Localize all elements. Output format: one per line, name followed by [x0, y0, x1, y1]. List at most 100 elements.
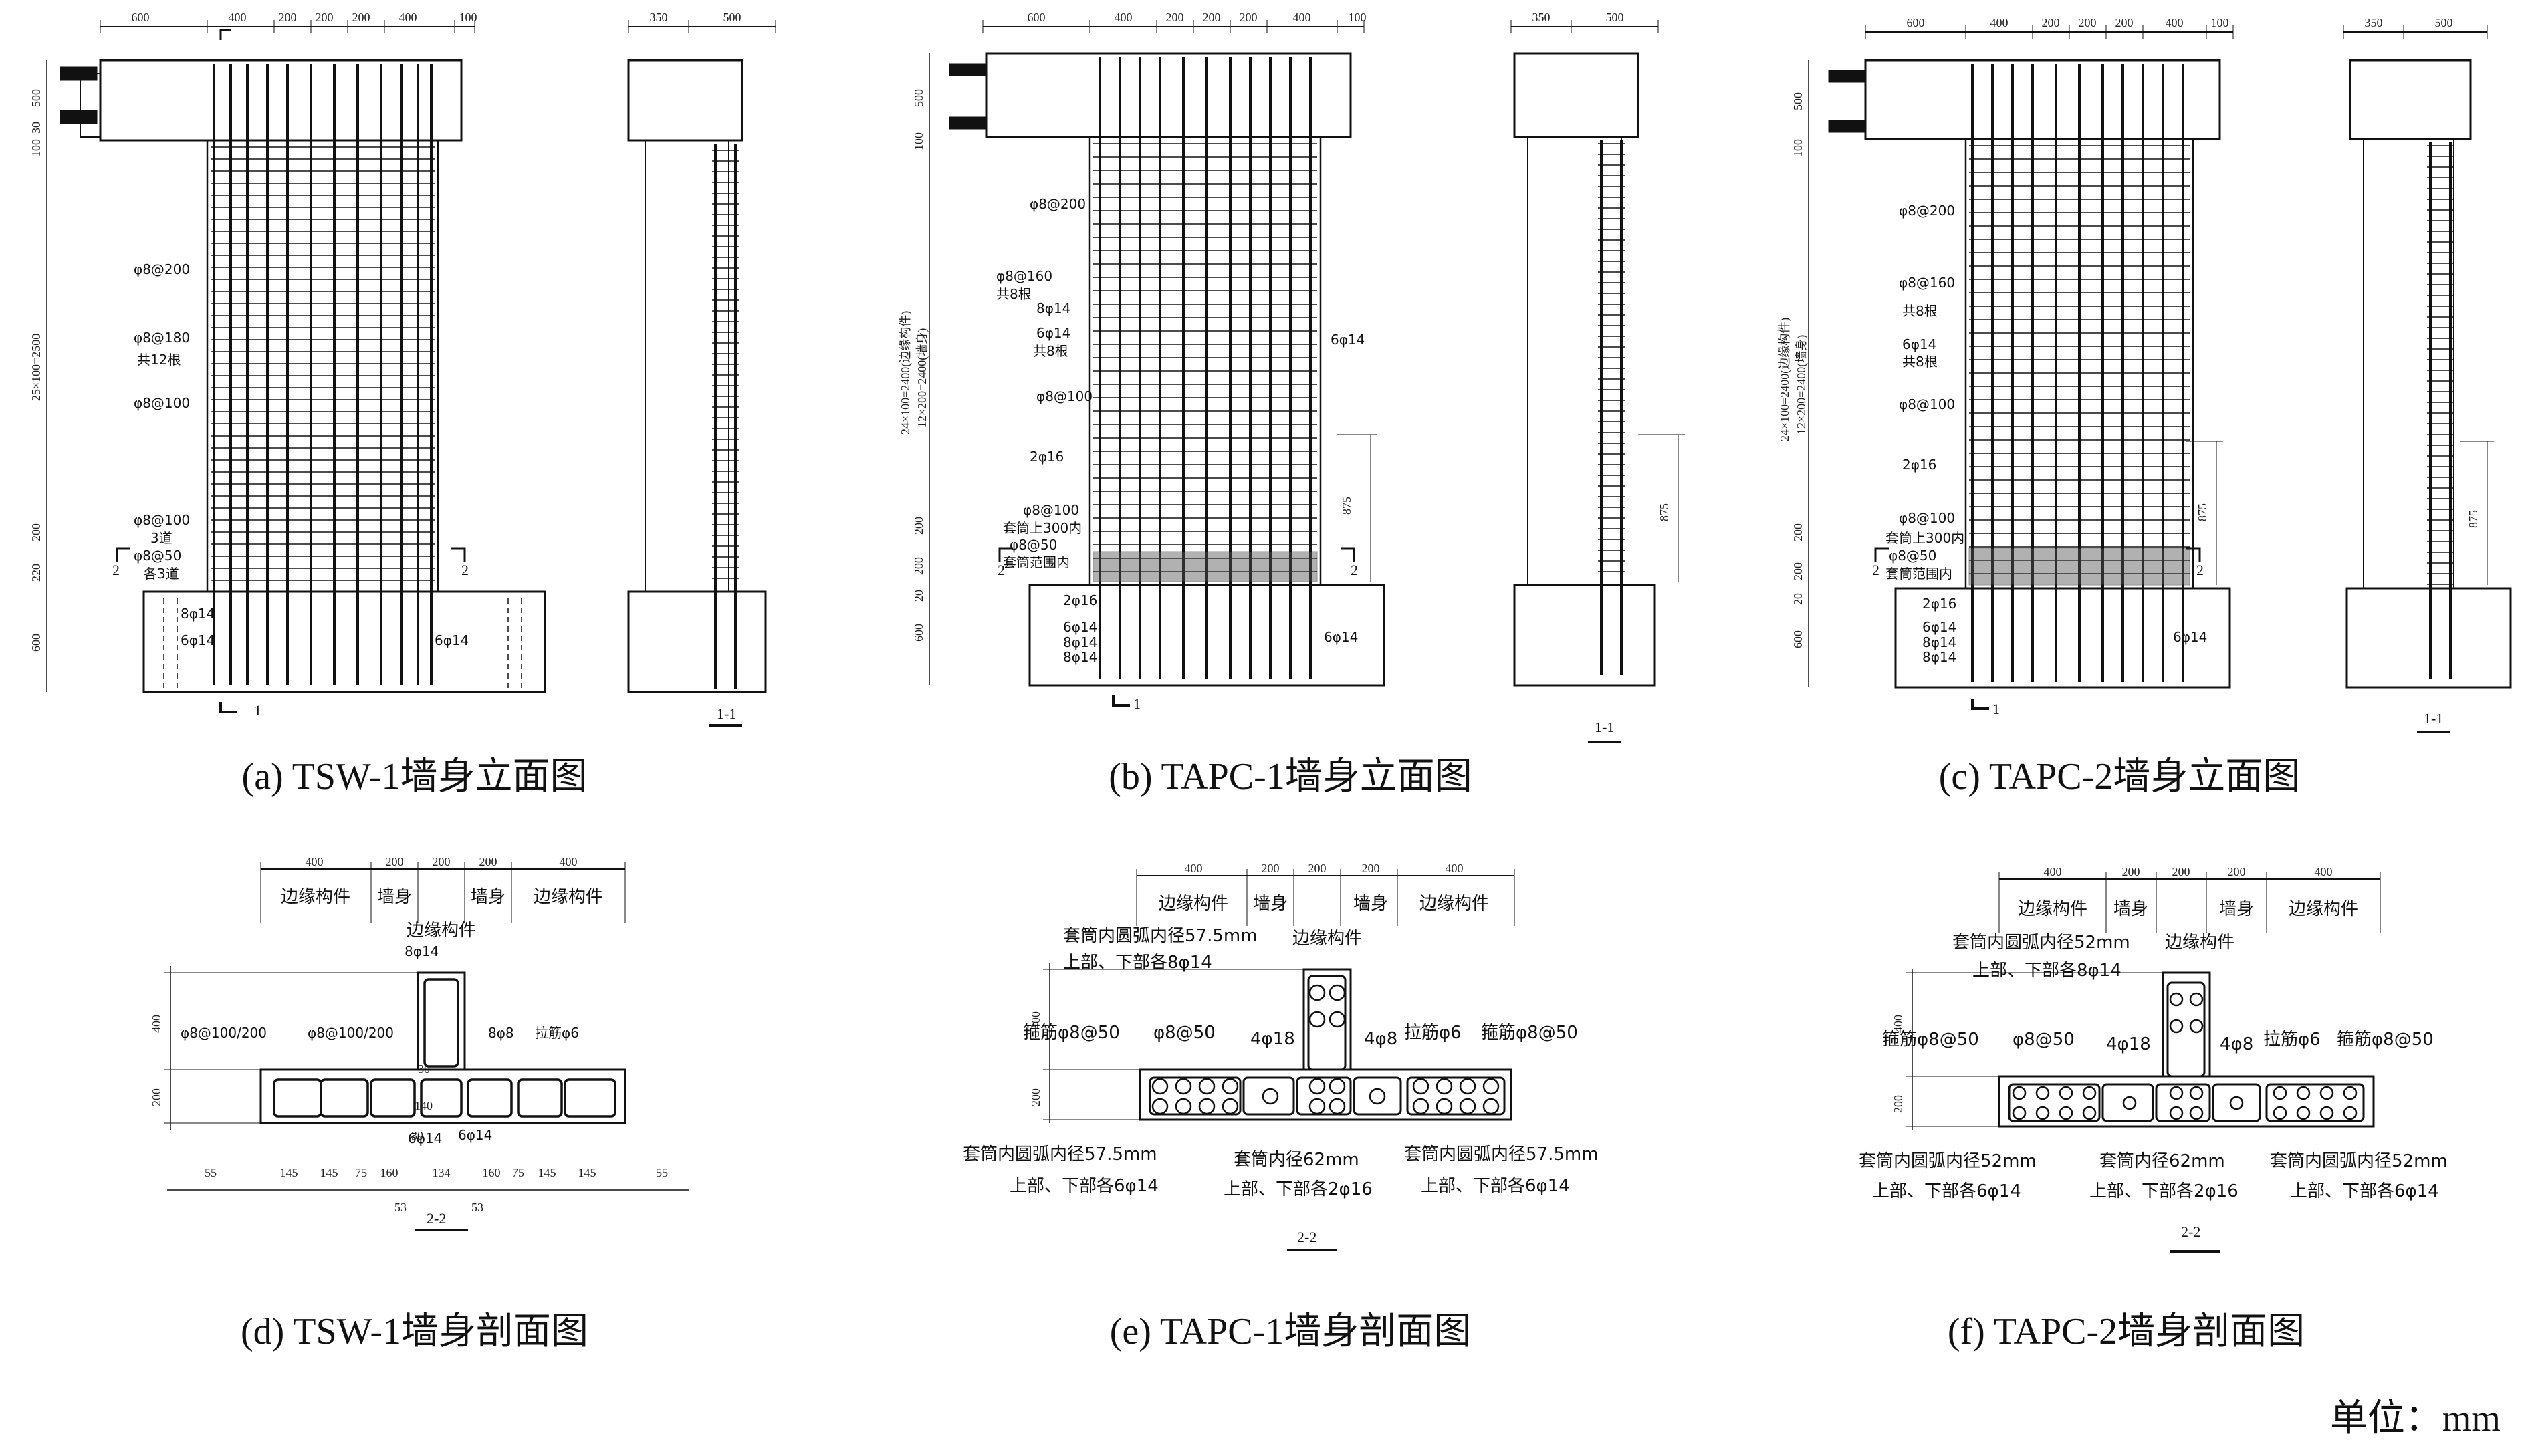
dim-200: 200 — [1362, 862, 1380, 875]
label: 共8根 — [1902, 354, 1938, 370]
dim-600: 600 — [29, 634, 43, 652]
dim-100: 100 — [912, 132, 925, 150]
dim-500: 500 — [1791, 92, 1805, 110]
tapc1-section-text: 400 200 200 200 400 边缘构件 墙身 墙身 边缘构件 边缘构件… — [963, 862, 1599, 1245]
tapc2-elevation-text: 600 400 200 200 200 400 100 φ8@200 φ8@16… — [1778, 16, 2229, 717]
label: 箍筋φ8@50 — [1023, 1023, 1120, 1043]
label: 6φ14 — [1902, 336, 1936, 352]
tsw1-elevation — [46, 20, 546, 713]
label: 拉筋φ6 — [2263, 1029, 2321, 1050]
label: 上部、下部各8φ14 — [1972, 961, 2121, 981]
dim-600: 600 — [1791, 630, 1805, 648]
label: φ8@100 — [134, 512, 190, 528]
dim-200: 200 — [2172, 865, 2190, 878]
label: 6φ14 — [458, 1127, 492, 1143]
dim-200: 200 — [1203, 11, 1221, 24]
sleeve-rebar — [2273, 1106, 2287, 1120]
dim-350: 350 — [1532, 11, 1551, 24]
label: 4φ18 — [2106, 1034, 2151, 1054]
stirrup — [1242, 1076, 1295, 1116]
label: 上部、下部各6φ14 — [1421, 1176, 1570, 1196]
dim-100: 100 — [2211, 16, 2229, 29]
dim-875: 875 — [1340, 497, 1353, 515]
stirrup — [2265, 1083, 2365, 1122]
caption-a: (a) TSW-1墙身立面图 — [242, 756, 588, 798]
dim-200: 200 — [912, 557, 925, 575]
label: 2φ16 — [1063, 592, 1097, 608]
sleeve-rebar — [2035, 1086, 2050, 1100]
label: 套筒上300内 — [1885, 530, 1964, 546]
label: φ8@100 — [134, 395, 190, 411]
dim-200: 200 — [352, 11, 370, 24]
dim-400: 400 — [1029, 1011, 1042, 1029]
zone-wall: 墙身 — [1353, 894, 1388, 914]
tsw1-section-text: 400 200 200 200 400 边缘构件 墙身 墙身 边缘构件 边缘构件… — [150, 855, 668, 1227]
stirrup — [2166, 981, 2206, 1078]
dim-75: 75 — [355, 1166, 367, 1179]
section-1-1-label: 1-1 — [717, 705, 736, 722]
dim-350: 350 — [2365, 16, 2383, 29]
sleeve-rebar — [1175, 1098, 1192, 1115]
label: φ8@160 — [1899, 275, 1955, 291]
dim-600: 600 — [132, 11, 150, 24]
label: 6φ14 — [181, 632, 215, 648]
sleeve-rebar — [1482, 1078, 1500, 1095]
sleeve-rebar — [2082, 1106, 2097, 1120]
section-1-1-label: 1-1 — [2424, 710, 2443, 727]
dim-55: 55 — [205, 1166, 217, 1179]
tapc2-section — [1906, 872, 2381, 1253]
label: 上部、下部各6φ14 — [1872, 1181, 2021, 1201]
label: 4φ18 — [1250, 1029, 1295, 1049]
dim-2400-edge: 24×100=2400(边缘构件) — [899, 311, 913, 435]
section-number: 2 — [112, 562, 120, 578]
dim-30: 30 — [418, 1062, 430, 1076]
dim-2400-wall: 12×200=2400(墙身) — [1795, 335, 1809, 435]
stirrup — [1406, 1076, 1506, 1116]
label: φ8@160 — [996, 268, 1052, 284]
caption-c: (c) TAPC-2墙身立面图 — [1939, 756, 2300, 798]
label: 套筒内圆弧内径57.5mm — [963, 1144, 1157, 1165]
sleeve-rebar — [2273, 1086, 2287, 1100]
dim-500: 500 — [29, 89, 43, 107]
sleeve-rebar — [1369, 1088, 1386, 1105]
label: φ8@100 — [1023, 502, 1079, 518]
sleeve-rebar — [1222, 1078, 1239, 1095]
sleeve-rebar — [1262, 1088, 1279, 1105]
dim-350: 350 — [650, 11, 668, 24]
dim-134: 134 — [433, 1166, 451, 1179]
label: 共8根 — [1902, 303, 1938, 319]
dim-500: 500 — [1606, 11, 1624, 24]
section-number: 1 — [1992, 701, 2000, 717]
dim-30: 30 — [411, 1129, 423, 1142]
label: 各3道 — [144, 566, 179, 582]
label: 8φ14 — [181, 606, 215, 622]
zone-boundary: 边缘构件 — [534, 887, 603, 907]
dim-145: 145 — [280, 1166, 298, 1179]
sleeve-rebar — [2319, 1106, 2334, 1120]
sleeve-rebar — [2169, 1086, 2184, 1100]
sleeve-rebar — [2343, 1106, 2358, 1120]
section-2-2-label: 2-2 — [1297, 1229, 1316, 1245]
dim-400: 400 — [1990, 16, 2008, 29]
section-number: 2 — [1351, 562, 1358, 578]
dim-20: 20 — [1791, 593, 1805, 605]
dim-160: 160 — [483, 1166, 501, 1179]
label: φ8@200 — [1899, 203, 1955, 219]
tsw1-elevation-text: 600 400 200 200 200 400 100 φ8@200 φ8@18… — [29, 11, 477, 719]
sleeve-rebar — [2229, 1096, 2244, 1110]
sleeve-rebar — [2189, 1019, 2204, 1034]
tapc1-section — [1043, 869, 1515, 1251]
dim-145: 145 — [578, 1166, 596, 1179]
dim-75: 75 — [512, 1166, 524, 1179]
label: 上部、下部各6φ14 — [2290, 1181, 2439, 1201]
label: 2φ16 — [1922, 596, 1956, 612]
dim-200: 200 — [912, 517, 925, 535]
dim-400: 400 — [229, 11, 247, 24]
section-number: 2 — [1872, 562, 1879, 578]
label: 拉筋φ6 — [535, 1025, 579, 1041]
zone-boundary: 边缘构件 — [281, 887, 350, 907]
sleeve-rebar — [1222, 1098, 1239, 1115]
sleeve-rebar — [1308, 1098, 1326, 1115]
dim-200: 200 — [1262, 862, 1280, 875]
